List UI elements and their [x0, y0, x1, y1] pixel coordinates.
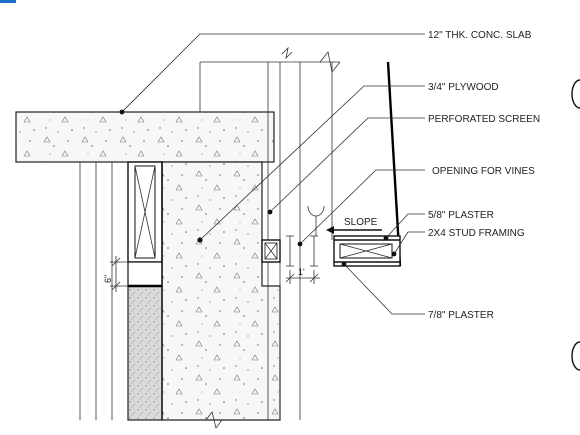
concrete-slab — [15, 111, 275, 163]
concrete-column — [161, 161, 281, 421]
dim-one-foot: 1' — [298, 267, 305, 277]
label-plaster58: 5/8" PLASTER — [428, 210, 494, 221]
left-wall-lines — [79, 162, 113, 420]
horizontal-stud-framing — [333, 235, 401, 267]
leader-lines — [119, 33, 425, 315]
label-stud: 2X4 STUD FRAMING — [428, 228, 525, 239]
margin-arc-bottom — [571, 341, 580, 371]
plaster-column — [127, 285, 163, 421]
break-symbol-bottom — [205, 411, 223, 429]
right-column-lines — [199, 61, 340, 420]
margin-arc-top — [571, 79, 580, 109]
label-slab: 12" THK. CONC. SLAB — [428, 30, 532, 41]
dim-six-inch: 6" — [103, 275, 113, 283]
label-plaster78: 7/8" PLASTER — [428, 310, 494, 321]
vine-opening — [286, 205, 325, 267]
label-plywood: 3/4" PLYWOOD — [428, 82, 499, 93]
label-opening: OPENING FOR VINES — [432, 166, 535, 177]
label-screen: PERFORATED SCREEN — [428, 114, 540, 125]
break-symbol-top-left — [281, 46, 293, 60]
perforated-screen-line — [386, 61, 402, 267]
dimension-six-inch — [110, 256, 128, 292]
slope-arrow — [326, 226, 382, 234]
dimension-one-foot — [285, 270, 320, 284]
left-stud-framing — [127, 161, 163, 420]
label-slope: SLOPE — [344, 217, 378, 228]
break-symbol-top — [319, 51, 341, 73]
corner-tab — [0, 0, 16, 3]
screen-frame — [261, 239, 281, 263]
